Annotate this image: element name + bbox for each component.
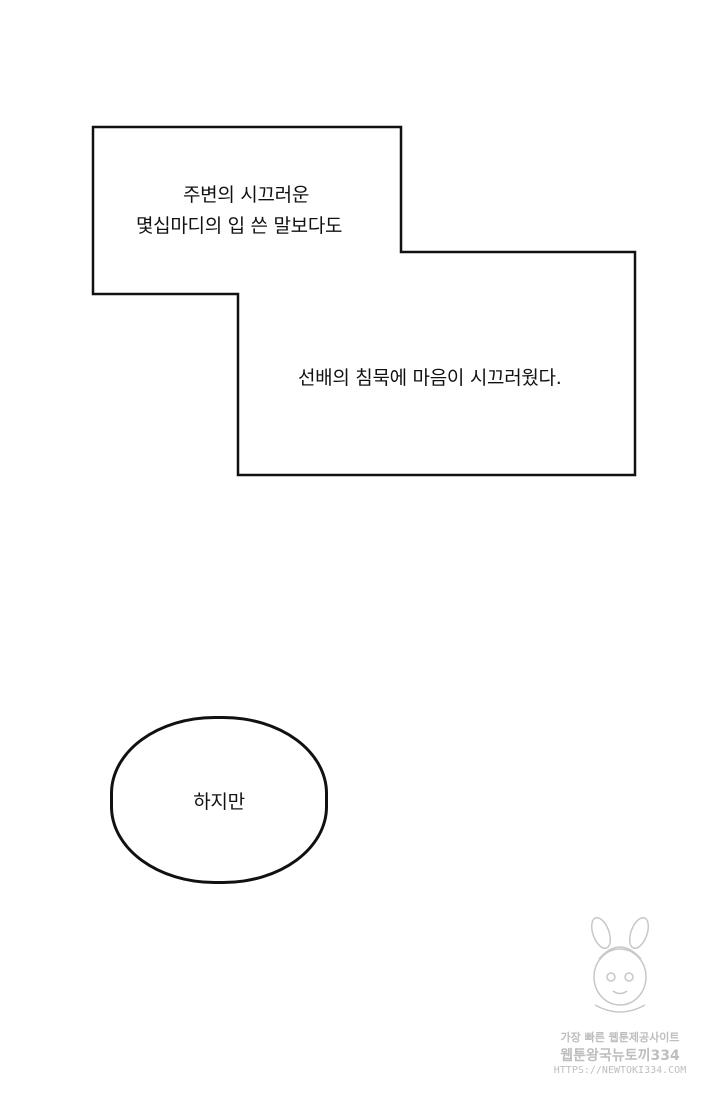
speech-bubble-text: 하지만 [193,790,245,813]
watermark-url: HTTPS://NEWTOKI334.COM [553,1065,687,1076]
caption-line-1: 주변의 시끄러운 [183,184,310,206]
caption-line-2: 몇십마디의 입 쓴 말보다도 [136,215,343,237]
speech-bubble: 하지만 [110,716,328,884]
caption-line-3: 선배의 침묵에 마음이 시끄러웠다. [298,367,562,389]
mascot-icon [590,916,650,1013]
watermark: 가장 빠른 웹툰제공사이트 웹툰왕국뉴토끼334 HTTPS://NEWTOKI… [545,915,695,1095]
watermark-line-1: 가장 빠른 웹툰제공사이트 [560,1031,680,1044]
watermark-line-2: 웹툰왕국뉴토끼334 [560,1048,680,1064]
